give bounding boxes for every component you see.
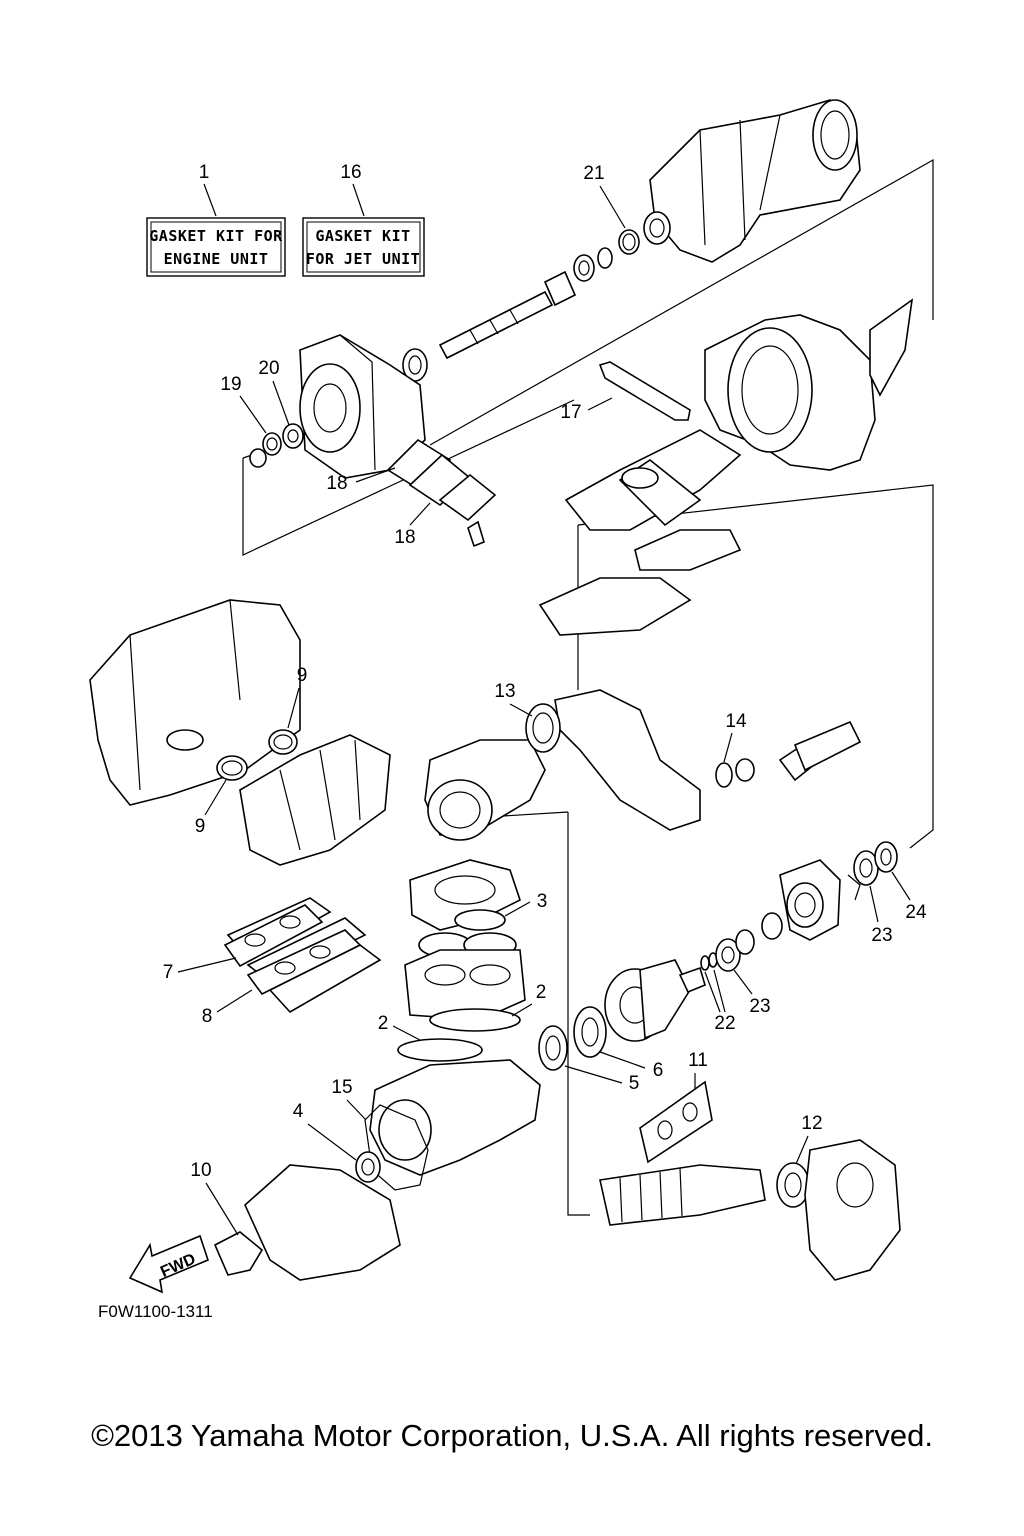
gasket-12 xyxy=(776,1162,810,1208)
o-ring-21 xyxy=(618,229,640,255)
callout-17: 17 xyxy=(560,402,581,423)
crankcase xyxy=(369,1059,541,1176)
kit-jet-line1: GASKET KIT xyxy=(315,227,410,245)
callout-16: 16 xyxy=(340,162,361,183)
exhaust-outlet-elbow xyxy=(804,1139,901,1281)
jet-pump-housing xyxy=(643,99,861,263)
callout-12: 12 xyxy=(801,1113,822,1134)
kit-jet-line2: FOR JET UNIT xyxy=(306,250,420,268)
gasket-13 xyxy=(525,703,561,753)
oil-seals-19-20 xyxy=(249,423,304,468)
bearing-23-lower xyxy=(715,938,741,972)
air-seals-9 xyxy=(216,729,298,781)
cylinder-block xyxy=(404,932,526,1021)
callout-5: 5 xyxy=(629,1073,640,1094)
callout-20: 20 xyxy=(258,358,279,379)
o-rings-22 xyxy=(700,952,718,971)
callout-9b: 9 xyxy=(195,816,206,837)
callout-18a: 18 xyxy=(326,473,347,494)
callout-18b: 18 xyxy=(394,527,415,548)
callout-1: 1 xyxy=(199,162,210,183)
coupling-flywheel xyxy=(604,959,706,1042)
callout-9a: 9 xyxy=(297,665,308,686)
callout-21: 21 xyxy=(583,163,604,184)
kit-box-jet-unit: GASKET KIT FOR JET UNIT xyxy=(302,217,425,277)
intermediate-housing xyxy=(299,334,426,479)
callout-24: 24 xyxy=(905,902,927,923)
callout-23b: 23 xyxy=(871,925,892,946)
gaskets-18 xyxy=(386,438,497,548)
callout-15: 15 xyxy=(331,1077,352,1098)
exhaust-hose xyxy=(599,1164,766,1226)
callout-19: 19 xyxy=(220,374,241,395)
engine-mount-bracket xyxy=(244,1164,401,1281)
kit-box-engine-unit: GASKET KIT FOR ENGINE UNIT xyxy=(146,217,286,277)
callout-11: 11 xyxy=(688,1050,708,1071)
part-10 xyxy=(213,1231,264,1276)
base-gaskets-2 xyxy=(397,1008,521,1062)
callout-3: 3 xyxy=(537,891,548,912)
kit-engine-line1: GASKET KIT FOR xyxy=(149,227,283,245)
exhaust-pipe-fitting xyxy=(715,720,862,788)
carburetor-assembly xyxy=(239,734,391,866)
gasket-7 xyxy=(223,904,324,968)
exhaust-chamber xyxy=(424,689,701,841)
head-gasket-3 xyxy=(454,909,506,931)
kit-engine-line2: ENGINE UNIT xyxy=(164,250,269,268)
callout-6: 6 xyxy=(653,1060,664,1081)
callout-10: 10 xyxy=(190,1160,211,1181)
callout-8: 8 xyxy=(202,1006,213,1027)
callout-7: 7 xyxy=(163,962,174,983)
callout-2b: 2 xyxy=(378,1013,389,1034)
bearing-housing xyxy=(735,859,861,955)
tube-17 xyxy=(598,361,691,421)
copyright-notice: ©2013 Yamaha Motor Corporation, U.S.A. A… xyxy=(91,1418,933,1453)
pump-bed-hull xyxy=(704,298,914,471)
bearings-23-24 xyxy=(853,841,898,886)
callout-2a: 2 xyxy=(536,982,547,1003)
callout-23a: 23 xyxy=(749,996,770,1017)
oil-seal-4 xyxy=(355,1151,381,1183)
callout-13: 13 xyxy=(494,681,515,702)
forward-arrow-icon: FWD xyxy=(128,1234,209,1294)
callout-4: 4 xyxy=(293,1101,304,1122)
drive-shaft-assembly xyxy=(402,247,613,382)
callout-14: 14 xyxy=(725,711,747,732)
diagram-code: F0W1100-1311 xyxy=(98,1302,213,1321)
gasket-8 xyxy=(246,929,362,996)
gasket-11 xyxy=(639,1080,713,1164)
mount-brackets xyxy=(538,429,742,636)
seal-6 xyxy=(573,1006,607,1058)
callout-22: 22 xyxy=(714,1013,735,1034)
seal-5 xyxy=(538,1025,568,1071)
